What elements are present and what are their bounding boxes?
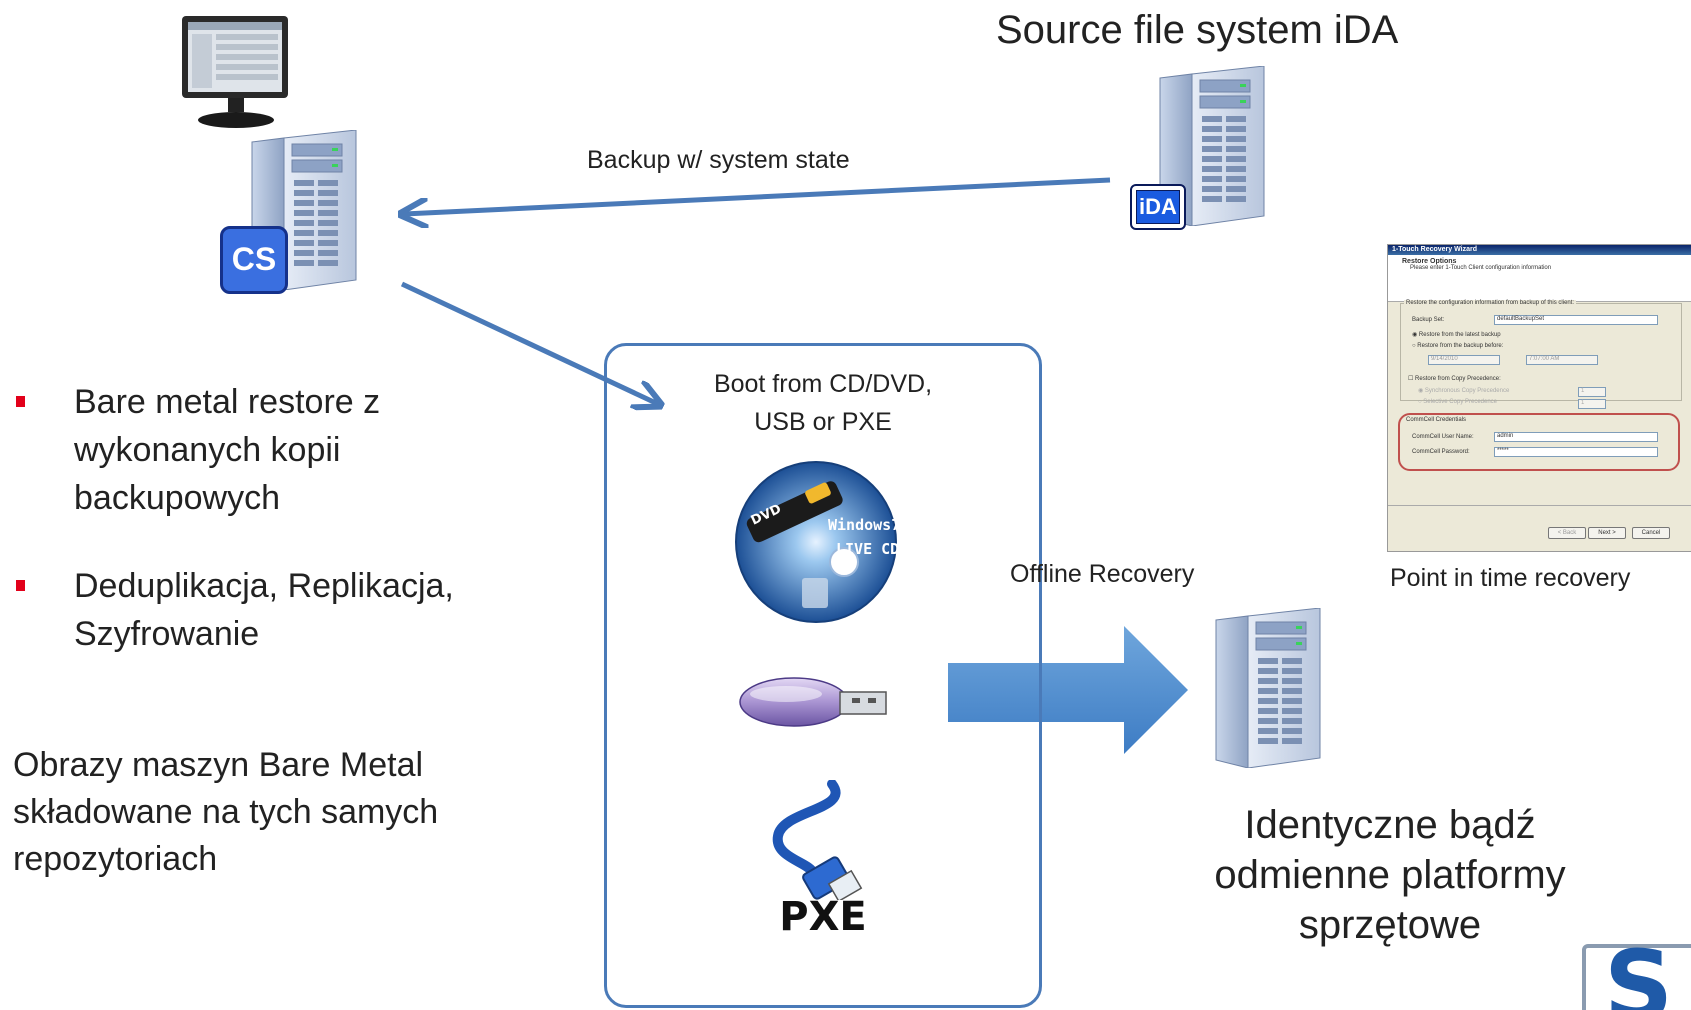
wizard-cancel-button[interactable]: Cancel xyxy=(1632,527,1670,539)
target-line-3: sprzętowe xyxy=(1298,903,1482,947)
wizard-radio-before-label: Restore from the backup before: xyxy=(1417,343,1504,349)
wizard-title: 1-Touch Recovery Wizard xyxy=(1388,245,1691,255)
bare-metal-note: Obrazy maszyn Bare Metal składowane na t… xyxy=(13,746,439,878)
list-item: Deduplikacja, Replikacja, Szyfrowanie xyxy=(14,562,484,658)
wizard-sync-copy: ◉ Synchronous Copy Precedence xyxy=(1418,388,1510,394)
logo-letter: S xyxy=(1604,944,1674,1010)
wizard-credentials-highlight xyxy=(1398,413,1680,471)
cs-badge: CS xyxy=(220,226,288,294)
wizard-backup-set-value: defaultBackupSet xyxy=(1497,316,1545,322)
wizard-sel-value-field[interactable]: 1 xyxy=(1578,399,1606,409)
wizard-copy-prec-checkbox[interactable]: ☐ Restore from Copy Precedence: xyxy=(1408,376,1501,382)
wizard-pass-input[interactable]: ***** xyxy=(1494,447,1658,457)
source-title: Source file system iDA xyxy=(996,8,1399,52)
backup-label: Backup w/ system state xyxy=(587,146,850,174)
network-cable-icon xyxy=(772,780,863,900)
wizard-next-button[interactable]: Next > xyxy=(1588,527,1626,539)
wizard-sel-value: 1 xyxy=(1581,400,1585,406)
boot-arrow xyxy=(400,281,658,404)
target-platforms-text: Identyczne bądź odmienne platformy sprzę… xyxy=(1160,800,1620,950)
usb-drive-icon xyxy=(739,677,887,727)
wizard-backup-set-select[interactable]: defaultBackupSet xyxy=(1494,315,1658,325)
target-server-icon xyxy=(1215,608,1321,768)
wizard-header: Restore Options Please enter 1-Touch Cli… xyxy=(1388,255,1691,302)
wizard-pass-value: ***** xyxy=(1497,448,1509,454)
wizard-user-label: CommCell User Name: xyxy=(1412,434,1474,440)
offline-recovery-arrow xyxy=(948,626,1188,754)
feature-list: Bare metal restore z wykonanych kopii ba… xyxy=(14,378,484,698)
boot-label-line2: USB or PXE xyxy=(754,408,892,436)
list-item: Bare metal restore z wykonanych kopii ba… xyxy=(14,378,484,522)
wizard-radio-latest-label: Restore from the latest backup xyxy=(1418,332,1501,338)
wizard-sync-value: 1 xyxy=(1581,388,1585,394)
wizard-cred-group-label: CommCell Credentials xyxy=(1406,417,1467,423)
wizard-user-value: admin xyxy=(1497,433,1514,439)
wizard-user-input[interactable]: admin xyxy=(1494,432,1658,442)
monitor-icon xyxy=(182,16,288,128)
point-in-time-label: Point in time recovery xyxy=(1390,564,1631,592)
wizard-date-field[interactable]: 9/14/2010 xyxy=(1428,355,1500,365)
target-line-2: odmienne platformy xyxy=(1214,853,1566,897)
cd-live-text: LIVE CD xyxy=(836,540,899,558)
cd-windows-text: Windows7 xyxy=(828,516,900,534)
target-line-1: Identyczne bądź xyxy=(1244,803,1536,847)
wizard-subheading: Please enter 1-Touch Client configuratio… xyxy=(1410,265,1552,271)
wizard-sel-copy: ○ Selective Copy Precedence xyxy=(1418,399,1498,405)
wizard-group1-label: Restore the configuration information fr… xyxy=(1404,300,1577,306)
wizard-pass-label: CommCell Password: xyxy=(1412,449,1470,455)
wizard-back-button[interactable]: < Back xyxy=(1548,527,1586,539)
wizard-sel-copy-label: Selective Copy Precedence xyxy=(1423,399,1498,405)
ida-badge-label: iDA xyxy=(1139,194,1177,219)
wizard-heading: Restore Options xyxy=(1402,258,1457,265)
live-cd-icon: DVD Windows7 LIVE CD xyxy=(735,461,900,623)
wizard-date-value: 9/14/2010 xyxy=(1431,356,1458,362)
wizard-sync-copy-label: Synchronous Copy Precedence xyxy=(1424,388,1510,394)
ida-badge: iDA xyxy=(1130,184,1186,230)
cs-badge-label: CS xyxy=(231,241,277,277)
backup-arrow xyxy=(404,177,1111,214)
boot-label-line1: Boot from CD/DVD, xyxy=(713,370,933,398)
brand-logo: S xyxy=(1582,944,1691,1010)
wizard-footer-divider xyxy=(1388,505,1691,506)
wizard-backup-set-label: Backup Set: xyxy=(1412,317,1445,323)
bullet-text: Deduplikacja, Replikacja, Szyfrowanie xyxy=(74,567,454,653)
bullet-marker xyxy=(16,396,25,407)
bullet-text: Bare metal restore z wykonanych kopii ba… xyxy=(74,383,381,517)
offline-recovery-label: Offline Recovery xyxy=(1010,560,1195,588)
wizard-time-value: 7:07:00 AM xyxy=(1529,356,1560,362)
wizard-copy-prec-label: Restore from Copy Precedence: xyxy=(1415,376,1501,382)
wizard-radio-latest[interactable]: ◉ Restore from the latest backup xyxy=(1412,332,1501,338)
bullet-marker xyxy=(16,580,25,591)
wizard-radio-before[interactable]: ○ Restore from the backup before: xyxy=(1412,343,1504,349)
pxe-label: PXE xyxy=(779,894,867,940)
recovery-wizard-screenshot: 1-Touch Recovery Wizard Restore Options … xyxy=(1387,244,1691,552)
wizard-sync-value-field[interactable]: 1 xyxy=(1578,387,1606,397)
boot-media-box xyxy=(604,343,1042,1008)
wizard-time-field[interactable]: 7:07:00 AM xyxy=(1526,355,1598,365)
